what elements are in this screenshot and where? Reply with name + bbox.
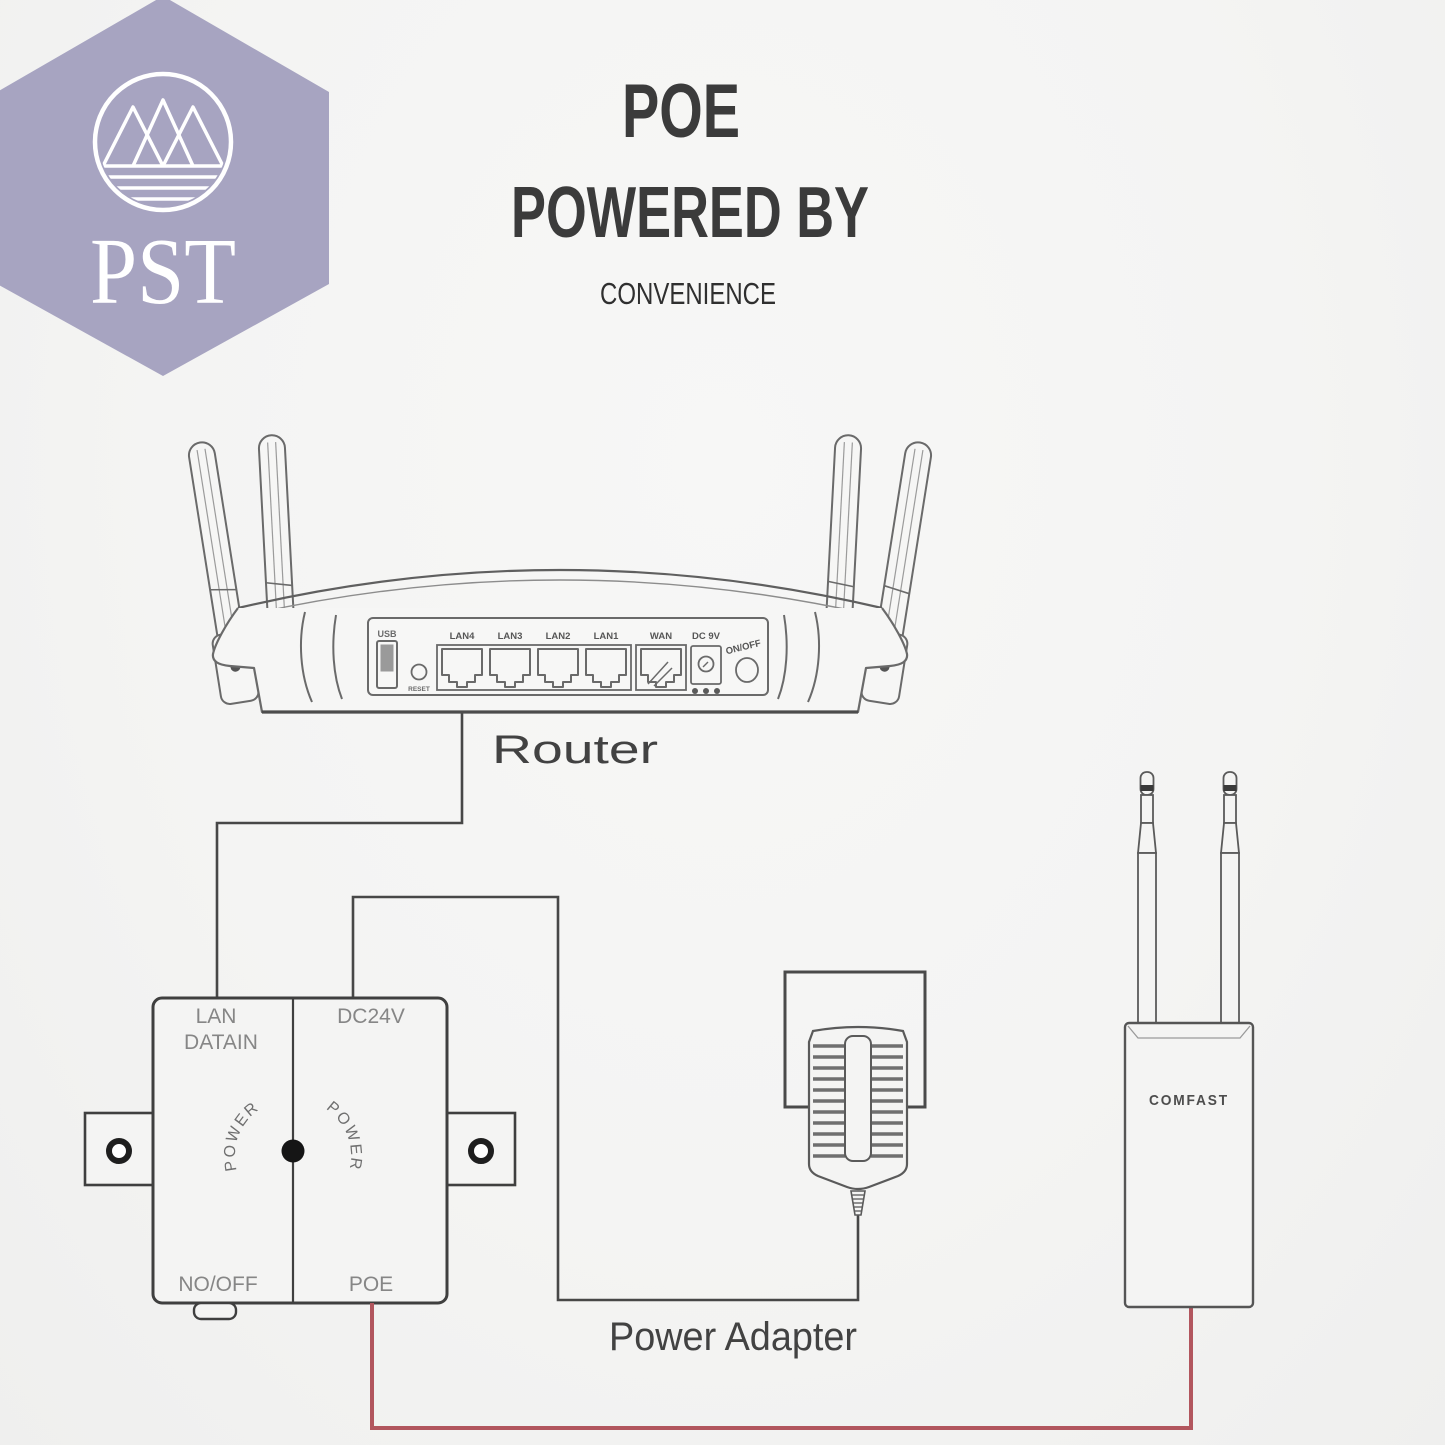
dc-jack-label: DC 9V	[692, 631, 721, 642]
wiring	[215, 712, 860, 1302]
mounting-hole-right	[468, 1138, 494, 1164]
wan-plug-line2	[653, 667, 673, 687]
adapter-to-injector-wire	[351, 895, 860, 1302]
ap-brand-label: COMFAST	[1149, 1092, 1229, 1109]
ap-body	[1123, 1021, 1255, 1309]
router-top-dome	[237, 568, 883, 610]
reset-label: RESET	[408, 686, 430, 693]
power-adapter-caption: Power Adapter	[609, 1315, 857, 1359]
access-point-illustration: COMFAST	[1123, 771, 1255, 1309]
router-caption: Router	[492, 728, 658, 772]
lan-datain-label-line2: DATAIN	[184, 1031, 258, 1054]
lan-ports-group	[436, 644, 632, 691]
power-led-dot	[281, 1139, 305, 1163]
reset-button	[410, 663, 428, 681]
poe-power-wire	[370, 1303, 1193, 1430]
dc24v-label: DC24V	[337, 1005, 405, 1028]
lan2-label: LAN2	[546, 631, 571, 642]
logo-wordmark: PST	[90, 220, 236, 324]
router-port-panel	[367, 617, 769, 696]
wan-port-frame	[635, 644, 687, 691]
dc-jack	[690, 645, 722, 685]
dc-jack-slot	[702, 661, 709, 668]
vent-dot	[692, 688, 698, 694]
ap-antenna-icon	[1220, 771, 1240, 1024]
usb-port-label: USB	[377, 629, 397, 639]
usb-port	[376, 640, 398, 689]
ap-body-bevel	[1127, 1025, 1251, 1039]
dc-jack-hole	[697, 655, 715, 673]
power-adapter-illustration: Power Adapter	[609, 970, 927, 1359]
page-title: POE	[622, 69, 740, 154]
lan3-label: LAN3	[498, 631, 523, 642]
usb-port-tongue	[380, 644, 394, 672]
router-right-wing2	[777, 614, 788, 700]
page-subtitle: CONVENIENCE	[600, 276, 776, 311]
poe-out-label: POE	[349, 1273, 393, 1296]
cord-grip-ribs	[852, 1194, 864, 1212]
adapter-slot	[844, 1035, 872, 1162]
lan-datain-label-line1: LAN	[196, 1005, 237, 1028]
lan1-label: LAN1	[594, 631, 620, 642]
no-off-label: NO/OFF	[178, 1273, 257, 1296]
poe-injector-illustration: LAN DATAIN DC24V NO/OFF POE POWER POWER	[83, 996, 517, 1321]
router-to-injector-wire	[215, 712, 464, 998]
brand-logo: PST	[0, 0, 329, 376]
page-title-line2: POWERED BY	[511, 173, 869, 253]
router-right-wing	[807, 611, 821, 703]
wan-plug-line	[647, 661, 669, 685]
power-switch-button	[735, 657, 759, 683]
logo-circle	[92, 71, 234, 213]
adapter-ribs	[813, 1044, 903, 1158]
ap-antenna-icon	[1137, 771, 1157, 1024]
wan-label: WAN	[650, 631, 672, 642]
router-left-wing2	[332, 614, 343, 700]
router-top-dome-inner	[251, 579, 869, 615]
lan4-label: LAN4	[450, 631, 476, 642]
vent-dot	[703, 688, 709, 694]
vent-dot	[714, 688, 720, 694]
injector-bottom-switch	[192, 1301, 238, 1321]
router-left-wing	[299, 611, 313, 703]
title-block: POE POWERED BY CONVENIENCE	[511, 69, 869, 311]
mounting-hole-left	[106, 1138, 132, 1164]
router-illustration: USB RESET LAN4 LAN3 LAN2 LAN1 WAN DC 9V …	[180, 433, 940, 772]
